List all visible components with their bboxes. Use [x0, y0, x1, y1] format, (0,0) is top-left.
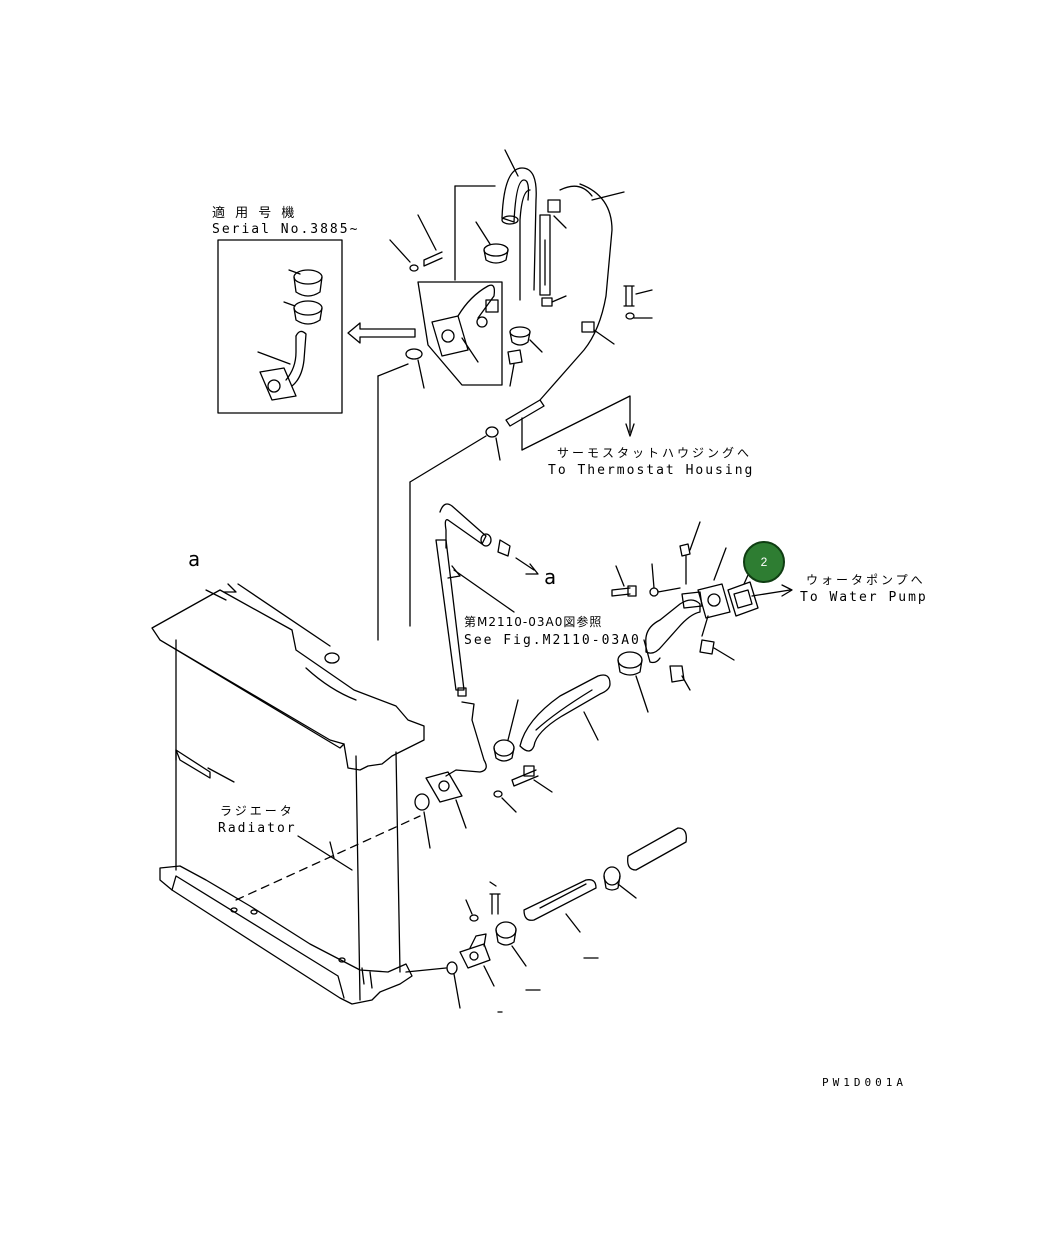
- ref-a-right: a: [544, 565, 557, 589]
- inset-title-jp: 適 用 号 機: [212, 206, 298, 221]
- to-water-pump-en: To Water Pump: [800, 590, 928, 605]
- inset-arrow: [347, 322, 416, 344]
- water-pump-components: [611, 521, 793, 713]
- to-thermostat-jp: サーモスタットハウジングへ: [557, 446, 753, 460]
- drawing-code: PW1D001A: [822, 1076, 907, 1089]
- to-water-pump-jp: ウォータポンプへ: [806, 573, 926, 587]
- radiator-body: [151, 583, 447, 1005]
- badge-number: 2: [760, 555, 768, 569]
- see-fig-jp: 第M2110-03A0図参照: [464, 615, 603, 629]
- part-number-badge[interactable]: 2: [743, 541, 785, 583]
- middle-pipe: [435, 503, 539, 697]
- radiator-jp: ラジエータ: [220, 804, 295, 818]
- to-thermostat-en: To Thermostat Housing: [548, 463, 755, 478]
- inset-title-en: Serial No.3885~: [212, 222, 360, 237]
- lower-components: [414, 674, 611, 849]
- ref-a-top: a: [188, 547, 201, 571]
- see-fig-en: See Fig.M2110-03A0: [464, 633, 641, 648]
- upper-hose-assembly: [377, 149, 653, 641]
- inset-box: [217, 239, 343, 414]
- bottom-components: [446, 827, 687, 1013]
- radiator-en: Radiator: [218, 821, 297, 836]
